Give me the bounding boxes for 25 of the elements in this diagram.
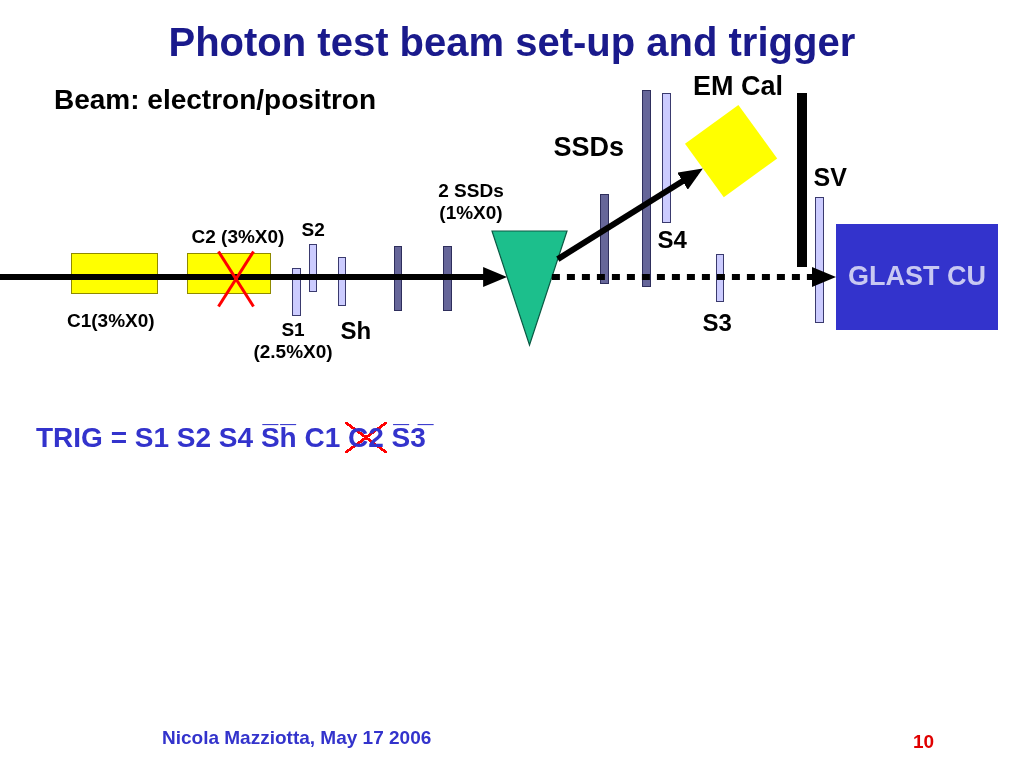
page-number: 10 [912, 730, 936, 754]
detector-group-label: SSDs [552, 131, 626, 164]
ssd-bar [642, 90, 651, 287]
thick-bar [797, 93, 807, 267]
dotted-arrow [551, 267, 836, 287]
ssd-bar [394, 246, 402, 311]
detector-group-label: 2 SSDs (1%X0) [437, 179, 505, 225]
detector-label: EM Cal [692, 70, 785, 103]
ssd-bar [600, 194, 609, 284]
arrow [0, 267, 508, 287]
detector-label: Sh [339, 316, 373, 346]
detector-label: C1(3%X0) [66, 309, 156, 333]
author-footer: Nicola Mazziotta, May 17 2006 [158, 726, 436, 750]
beam-label: Beam: electron/positron [53, 83, 378, 117]
detector-label: S1 (2.5%X0) [252, 318, 334, 364]
detector-label: S2 [300, 218, 326, 242]
box-label: GLAST CU [847, 260, 987, 293]
arrow [556, 168, 703, 262]
detector-label: SV [812, 162, 848, 193]
slide-title: Photon test beam set-up and trigger [167, 19, 857, 66]
detector-label: C2 (3%X0) [190, 225, 286, 249]
detector-label: S3 [701, 308, 733, 338]
ssd-bar [443, 246, 452, 311]
triangle-shape [492, 231, 567, 345]
detector-label: S4 [656, 225, 688, 255]
